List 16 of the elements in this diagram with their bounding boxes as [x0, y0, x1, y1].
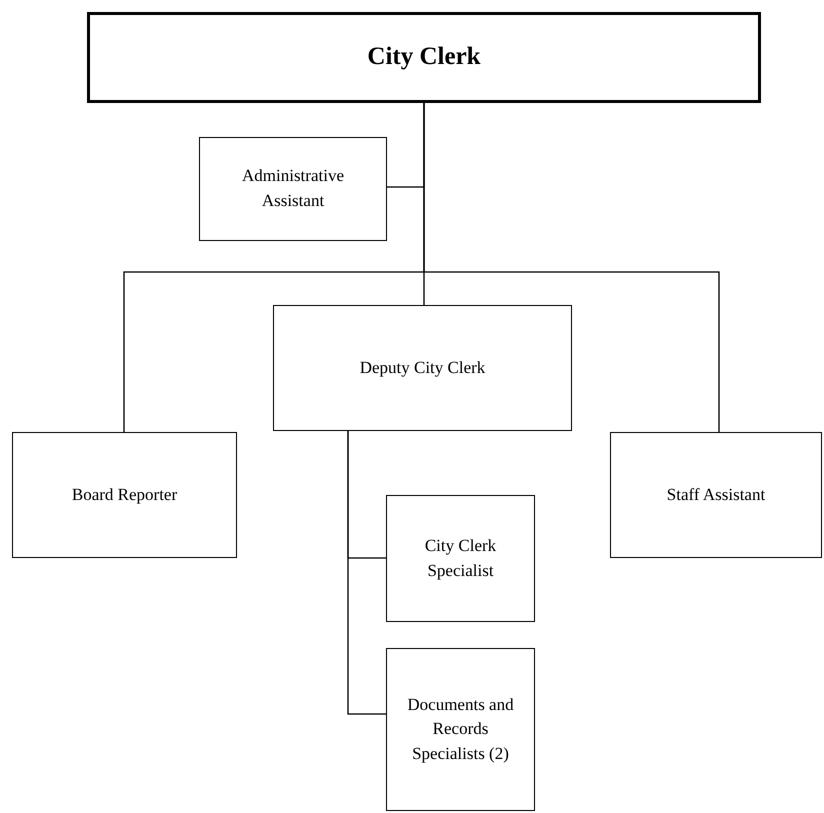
position-box	[386, 495, 535, 622]
connector-line	[347, 431, 386, 715]
position-box	[12, 432, 237, 558]
position-title: Staff Assistant	[666, 484, 766, 506]
connector-line	[423, 103, 720, 432]
position-title: Board Reporter	[72, 484, 178, 506]
position-title: City Clerk Specialist	[424, 534, 498, 582]
position-title: Documents and Records Specialists (2)	[406, 694, 515, 765]
position-box	[610, 432, 822, 558]
position-box	[386, 648, 535, 811]
position-box	[273, 305, 572, 431]
position-title: Administrative Assistant	[241, 165, 345, 212]
position-box	[199, 137, 387, 241]
position-box	[87, 12, 761, 103]
position-title: Deputy City Clerk	[360, 356, 486, 379]
position-title: City Clerk	[367, 42, 481, 72]
